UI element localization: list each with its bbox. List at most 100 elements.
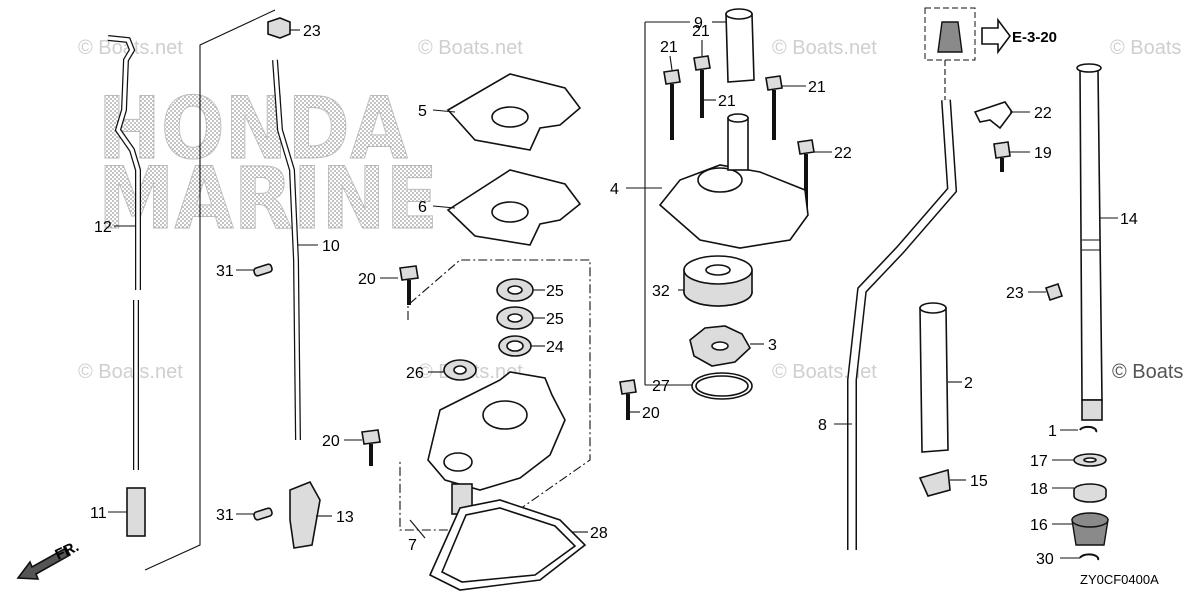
callout-11: 11: [90, 505, 127, 522]
pump-case: [658, 164, 809, 249]
svg-text:14: 14: [1120, 211, 1138, 228]
svg-text:28: 28: [590, 525, 608, 542]
callout-16: 16: [1030, 517, 1072, 534]
callout-30: 30: [1036, 551, 1080, 568]
grommet: [937, 21, 963, 53]
svg-text:5: 5: [418, 103, 427, 120]
callout-18: 18: [1030, 481, 1074, 498]
svg-text:32: 32: [652, 283, 670, 300]
callout-32: 32: [652, 283, 684, 300]
svg-text:13: 13: [336, 509, 354, 526]
svg-text:20: 20: [358, 271, 376, 288]
reference-label: E-3-20: [1012, 29, 1057, 46]
svg-text:21: 21: [692, 23, 710, 40]
bolt: [619, 379, 637, 420]
svg-text:6: 6: [418, 199, 427, 216]
svg-text:20: 20: [642, 405, 660, 422]
water-tube: [725, 13, 755, 83]
callout-12: 12: [94, 219, 136, 236]
svg-text:24: 24: [546, 339, 564, 356]
callout-20: 20: [358, 271, 398, 288]
svg-text:31: 31: [216, 507, 234, 524]
boats-watermark-dark: © Boats: [1112, 361, 1183, 383]
svg-text:22: 22: [834, 145, 852, 162]
callout-22: 22: [1010, 105, 1052, 122]
svg-text:21: 21: [660, 39, 678, 56]
callout-13: 13: [316, 509, 354, 526]
callout-21: 21: [660, 39, 678, 71]
svg-text:23: 23: [1006, 285, 1024, 302]
callout-17: 17: [1030, 453, 1074, 470]
frame-line: [144, 9, 276, 571]
key: [1044, 282, 1064, 302]
svg-text:9: 9: [694, 15, 703, 32]
circlip: [1079, 425, 1098, 433]
callout-21e: 22: [814, 145, 852, 162]
callout-27: 27: [652, 378, 692, 395]
hex-nut: [267, 17, 291, 39]
svg-text:3: 3: [768, 337, 777, 354]
boats-watermark: © Boats.net: [772, 37, 877, 59]
callout-4: 4: [610, 181, 662, 198]
callout-26: 26: [406, 365, 444, 382]
svg-text:25: 25: [546, 311, 564, 328]
grommet-box: [924, 7, 976, 61]
svg-text:16: 16: [1030, 517, 1048, 534]
bolt: [361, 429, 381, 466]
svg-text:12: 12: [94, 219, 112, 236]
clamp-plate: [973, 101, 1013, 130]
svg-text:26: 26: [406, 365, 424, 382]
vertical-shaft: [1079, 69, 1103, 401]
callout-3: 3: [750, 337, 777, 354]
callout-20c: 20: [630, 405, 660, 422]
callout-15: 15: [950, 473, 988, 490]
svg-text:22: 22: [1034, 105, 1052, 122]
bolt: [993, 141, 1011, 159]
callout-9: 9: [694, 15, 726, 32]
svg-text:15: 15: [970, 473, 988, 490]
svg-text:20: 20: [322, 433, 340, 450]
callout-1: 1: [1048, 423, 1078, 440]
brand-watermark-line1: HONDA: [98, 79, 408, 179]
svg-text:10: 10: [322, 238, 340, 255]
svg-text:18: 18: [1030, 481, 1048, 498]
bolt: [399, 265, 419, 305]
boats-watermark: © Boats.net: [78, 361, 183, 383]
gasket-hole: [491, 106, 529, 128]
callout-10: 10: [298, 238, 340, 255]
pump-case-tube: [727, 117, 749, 171]
rod-coupler: [126, 487, 146, 537]
direction-label: FR.: [53, 538, 82, 564]
callout-31b: 31: [216, 507, 255, 524]
bolt: [663, 69, 681, 140]
gasket-hole: [491, 201, 529, 223]
callout-28: 28: [572, 525, 608, 542]
svg-text:2: 2: [964, 375, 973, 392]
circlip: [1079, 553, 1100, 561]
svg-text:31: 31: [216, 263, 234, 280]
callout-21d: 21: [782, 79, 826, 96]
callout-20b: 20: [322, 433, 362, 450]
group-boundary: [399, 259, 591, 531]
svg-text:17: 17: [1030, 453, 1048, 470]
callout-24: 24: [531, 339, 564, 356]
svg-text:21: 21: [808, 79, 826, 96]
bolt: [765, 75, 783, 140]
arrow-right-icon: [981, 17, 1011, 55]
pin: [253, 263, 273, 277]
callout-31: 31: [216, 263, 255, 280]
boats-watermark: © Boats.net: [418, 37, 523, 59]
callout-7: 7: [408, 519, 426, 554]
water-tube-2: [919, 307, 949, 453]
callout-21b: 21: [692, 23, 710, 56]
callout-25: 25: [533, 283, 564, 300]
callout-2: 2: [948, 375, 973, 392]
svg-text:23: 23: [303, 23, 321, 40]
svg-text:30: 30: [1036, 551, 1054, 568]
shaft-spline: [1081, 399, 1103, 421]
svg-text:19: 19: [1034, 145, 1052, 162]
water-grommet: [918, 468, 951, 497]
callout-21c: 21: [704, 93, 736, 110]
callout-6: 6: [418, 199, 456, 216]
pin: [253, 507, 273, 521]
